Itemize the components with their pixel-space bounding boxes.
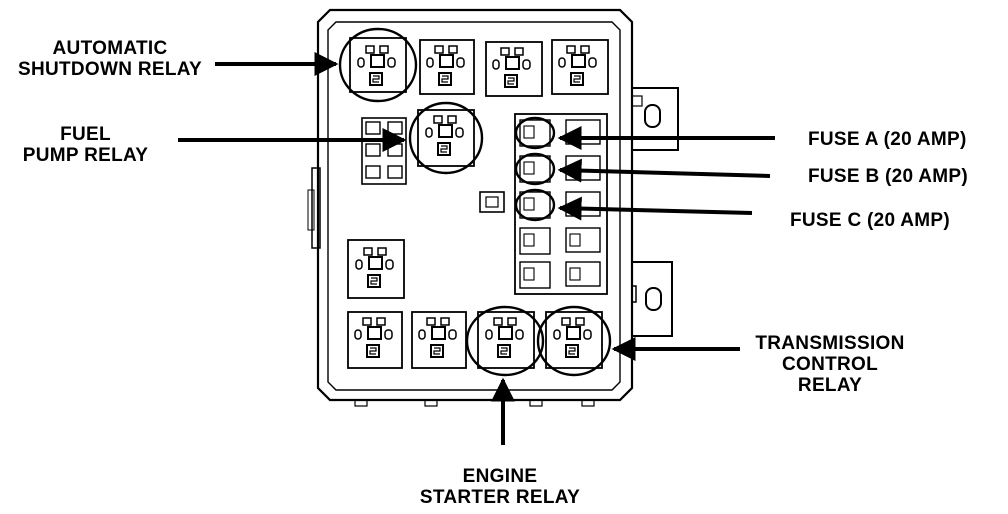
- relay-fuel-pump: [417, 109, 475, 167]
- circle-engine-starter-relay: [465, 305, 545, 377]
- circle-fuse-c: [514, 188, 556, 222]
- fuse-box-housing: [307, 8, 634, 407]
- center-fuse: [479, 191, 505, 213]
- label-line: SHUTDOWN RELAY: [17, 59, 202, 80]
- relay-top-2: [419, 39, 475, 95]
- circle-fuse-a: [514, 116, 556, 150]
- circle-automatic-shutdown-relay: [338, 27, 418, 103]
- label-line: STARTER RELAY: [419, 487, 581, 508]
- label-line: RELAY: [797, 375, 863, 396]
- label-fuel-pump-relay: FUEL PUMP RELAY: [18, 124, 153, 166]
- relay-top-1: [349, 37, 407, 93]
- label-line: TRANSMISSION: [755, 333, 905, 354]
- label-line: CONTROL: [781, 354, 879, 375]
- label-line: ENGINE: [462, 466, 538, 487]
- label-line: PUMP RELAY: [22, 145, 149, 166]
- label-engine-starter-relay: ENGINE STARTER RELAY: [395, 466, 605, 508]
- relay-transmission-control: [545, 311, 603, 369]
- arrow-fuse-c: [557, 196, 753, 221]
- label-line: FUEL: [60, 124, 111, 145]
- relay-engine-starter: [477, 311, 535, 369]
- relay-left-middle: [347, 239, 405, 299]
- label-fuse-c: FUSE C (20 AMP): [790, 210, 951, 231]
- relay-top-3: [485, 41, 543, 97]
- highlight-circles: [338, 27, 612, 377]
- label-automatic-shutdown-relay: AUTOMATIC SHUTDOWN RELAY: [5, 38, 215, 80]
- arrow-fuse-b: [557, 158, 771, 183]
- circle-fuel-pump-relay: [408, 101, 484, 175]
- pointer-arrows: [178, 52, 775, 445]
- circle-fuse-b: [514, 152, 556, 186]
- mounting-tab-upper: [628, 87, 679, 151]
- circle-transmission-control-relay: [536, 305, 612, 377]
- label-fuse-a: FUSE A (20 AMP): [808, 129, 967, 150]
- relay-bottom-1: [347, 311, 403, 369]
- label-transmission-control-relay: TRANSMISSION CONTROL RELAY: [740, 333, 920, 396]
- label-fuse-b: FUSE B (20 AMP): [808, 166, 969, 187]
- label-line: AUTOMATIC: [52, 38, 168, 59]
- relay-top-4: [551, 39, 609, 95]
